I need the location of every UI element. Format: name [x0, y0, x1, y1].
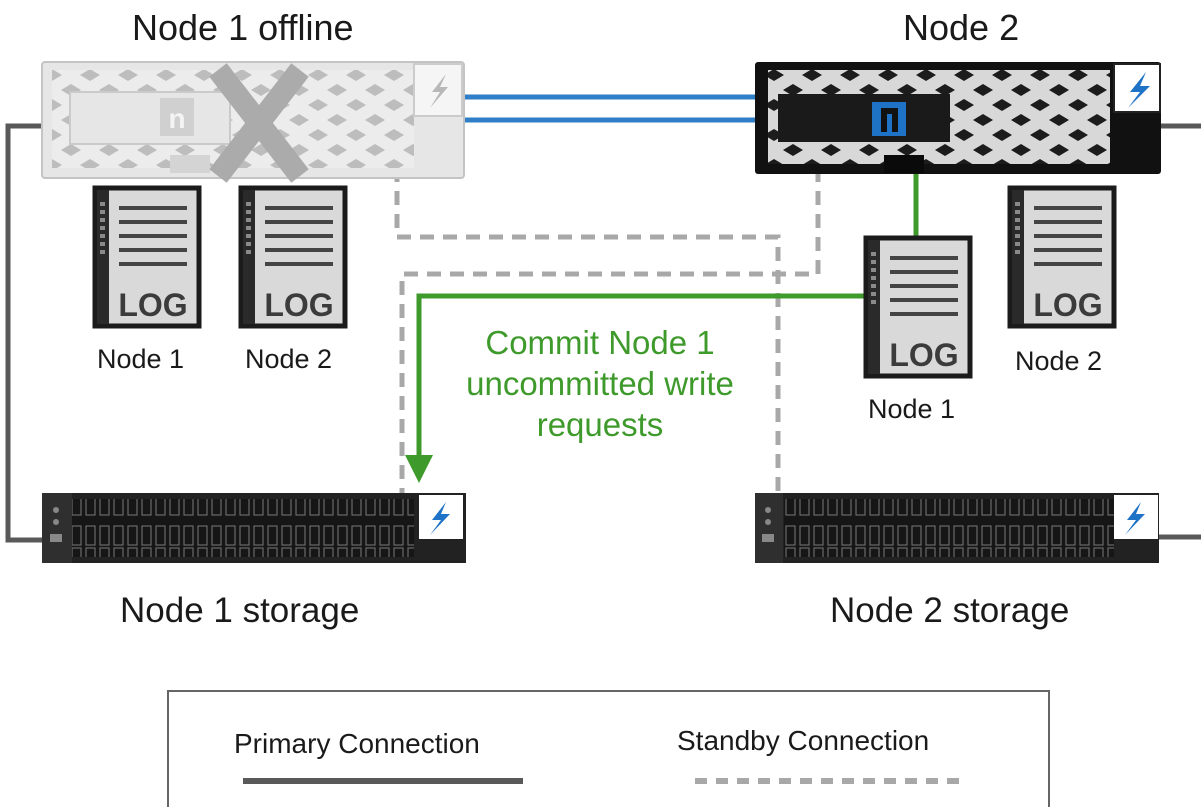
- log-badge-text: LOG: [264, 287, 333, 323]
- log-label-left-node1: Node 1: [97, 344, 185, 374]
- lightning-bolt-icon: [430, 502, 450, 535]
- log-label-right-node2: Node 2: [1015, 346, 1103, 376]
- primary-connection-node1-to-storage1: [5, 123, 42, 543]
- lightning-bolt-icon: [1125, 502, 1145, 535]
- legend: [167, 690, 1050, 807]
- svg-text:n: n: [168, 103, 185, 134]
- log-document-right-node2: LOG: [1007, 185, 1117, 329]
- node2-storage-shelf: [755, 493, 1159, 563]
- commit-path-log-to-storage1: [416, 293, 866, 460]
- commit-arrowhead: [405, 455, 433, 483]
- log-badge-text: LOG: [118, 287, 187, 323]
- log-label-left-node2: Node 2: [245, 344, 333, 374]
- node1-storage-label: Node 1 storage: [120, 591, 360, 630]
- node1-title: Node 1 offline: [132, 7, 354, 48]
- log-badge-text: LOG: [1033, 287, 1102, 323]
- legend-standby-label: Standby Connection: [677, 725, 930, 756]
- node2-storage-label: Node 2 storage: [830, 591, 1070, 630]
- node2-title: Node 2: [903, 7, 1020, 48]
- log-document-right-node1: LOG: [863, 235, 973, 379]
- netapp-logo: [872, 102, 906, 136]
- standby-connection-node1-to-storage2: [394, 168, 781, 493]
- log-badge-text: LOG: [889, 337, 958, 373]
- x-mark-icon: [209, 63, 309, 183]
- node1-storage-shelf: [42, 493, 466, 563]
- commit-message: Commit Node 1 uncommitted write requests: [466, 324, 734, 443]
- lightning-bolt-icon: [430, 74, 448, 108]
- node2-controller: [755, 62, 1161, 174]
- log-document-left-node2: LOG: [238, 185, 348, 329]
- legend-primary-label: Primary Connection: [234, 728, 480, 759]
- log-document-left-node1: LOG: [92, 185, 202, 329]
- standby-connection-node2-to-storage1: [399, 168, 821, 493]
- log-label-right-node1: Node 1: [868, 394, 956, 424]
- node1-controller: n: [41, 61, 465, 183]
- lightning-bolt-icon: [1128, 72, 1150, 108]
